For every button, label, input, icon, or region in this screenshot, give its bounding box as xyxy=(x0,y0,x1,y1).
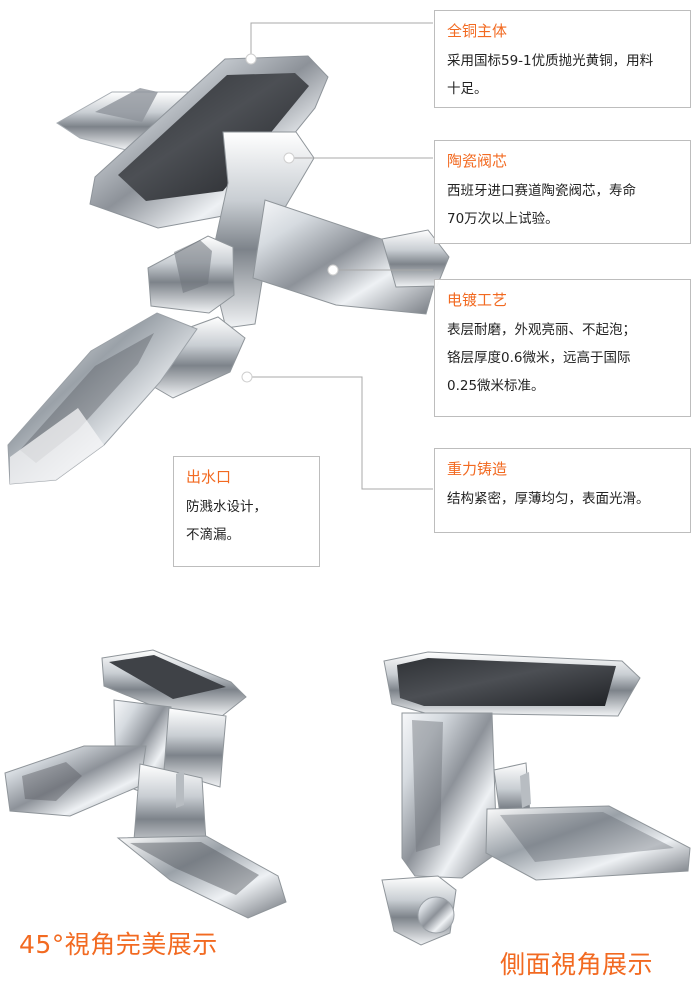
callout-gravity-casting: 重力铸造 结构紧密，厚薄均匀，表面光滑。 xyxy=(434,448,691,533)
callout-ceramic-valve-title: 陶瓷阀芯 xyxy=(447,152,508,170)
callout-plating-process-title: 电镀工艺 xyxy=(447,291,508,309)
main-faucet-image xyxy=(7,55,450,485)
callout-connector-lines xyxy=(241,22,433,490)
callout-copper-body-text: 采用国标59-1优质抛光黄铜，用料 十足。 xyxy=(447,53,654,97)
callout-outlet-text: 防溅水设计， 不滴漏。 xyxy=(186,499,267,543)
callout-gravity-casting-text: 结构紧密，厚薄均匀，表面光滑。 xyxy=(447,491,650,507)
callout-ceramic-valve: 陶瓷阀芯 西班牙进口赛道陶瓷阀芯，寿命 70万次以上试验。 xyxy=(434,140,691,244)
callout-gravity-casting-title: 重力铸造 xyxy=(447,460,508,478)
side-view-caption: 側面視角展示 xyxy=(500,950,654,979)
callout-ceramic-valve-text: 西班牙进口赛道陶瓷阀芯，寿命 70万次以上试验。 xyxy=(447,183,636,227)
callout-plating-process-text: 表层耐磨，外观亮丽、不起泡； 铬层厚度0.6微米，远高于国际 0.25微米标准。 xyxy=(447,322,636,394)
callout-outlet: 出水口 防溅水设计， 不滴漏。 xyxy=(173,456,320,567)
angle-view-faucet-image xyxy=(4,649,287,919)
callout-plating-process: 电镀工艺 表层耐磨，外观亮丽、不起泡； 铬层厚度0.6微米，远高于国际 0.25… xyxy=(434,279,691,417)
side-view-faucet-image xyxy=(381,651,691,946)
callout-outlet-title: 出水口 xyxy=(186,468,232,486)
callout-copper-body: 全铜主体 采用国标59-1优质抛光黄铜，用料 十足。 xyxy=(434,10,691,108)
angle-view-caption: 45°視角完美展示 xyxy=(19,930,218,959)
callout-copper-body-title: 全铜主体 xyxy=(447,22,508,40)
